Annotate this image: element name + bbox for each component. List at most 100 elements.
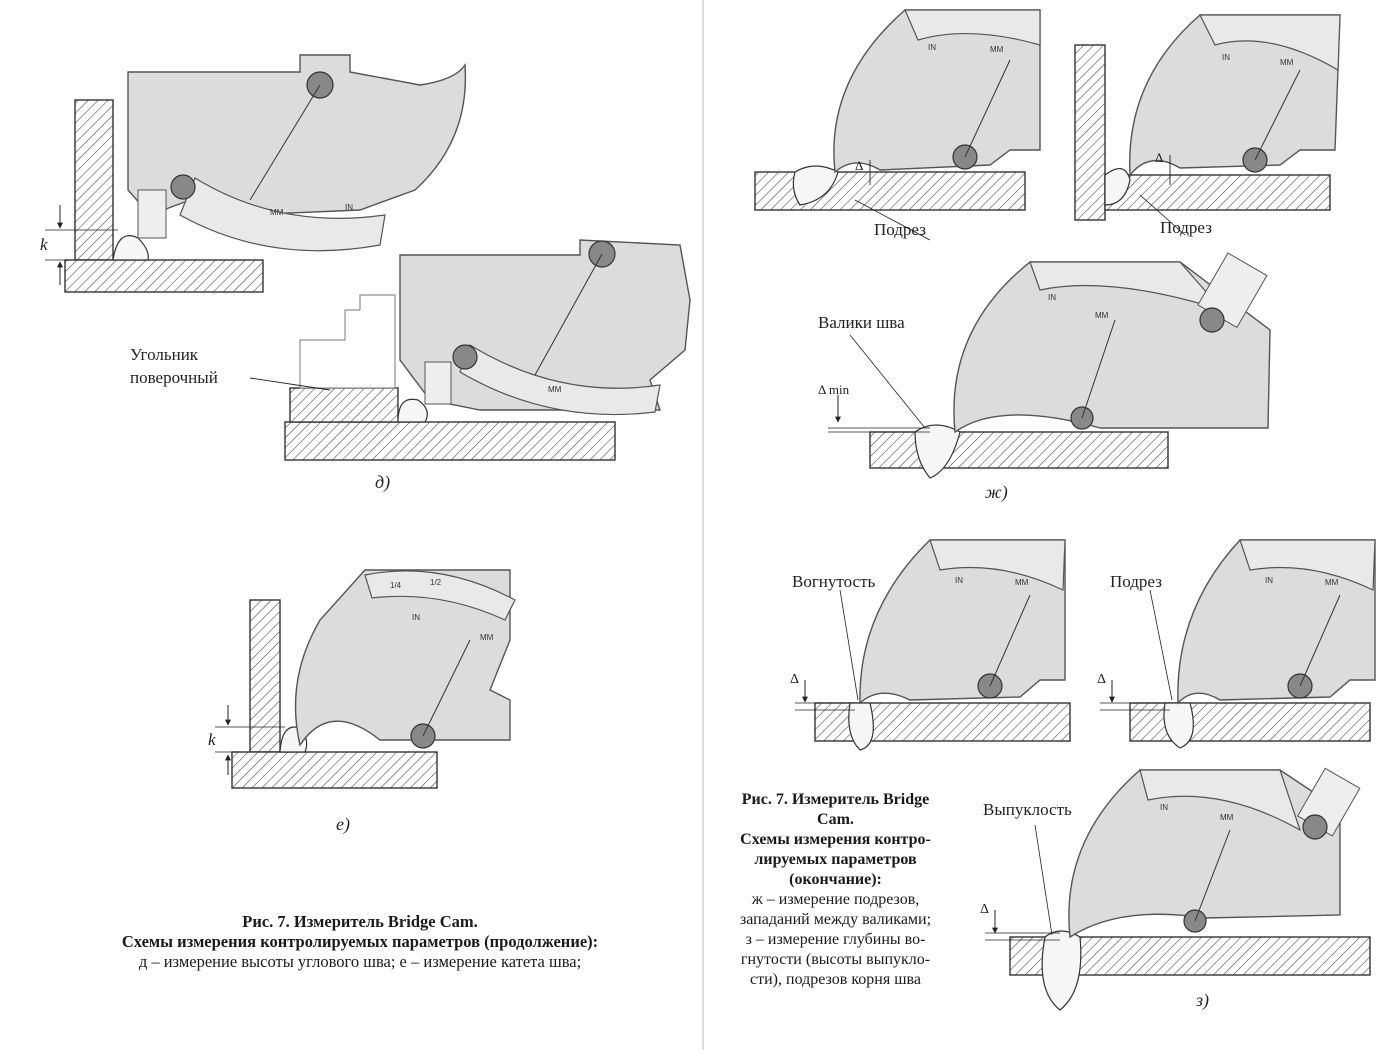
weld-zh3-beads [914,424,961,479]
gauge-pivot [170,174,196,200]
gauge-pivot-zh3 [1199,307,1225,333]
fillet-weld [112,235,149,261]
gauge-zh2 [1128,14,1341,177]
caption-right-title-1: Рис. 7. Измеритель Bridge [741,791,930,808]
caption-left-title: Рис. 7. Измеритель Bridge Cam. [242,912,478,931]
gauge-body-e [294,569,511,747]
caption-right: Рис. 7. Измеритель Bridge Cam. Схемы изм… [708,790,963,990]
figure-zh-bottom: IN MM [828,252,1271,479]
svg-text:IN: IN [345,203,353,212]
upper-plate [289,387,399,423]
subfigure-z: з) [1196,990,1210,1010]
weld-z1 [848,702,874,751]
figure-z-bottom: IN MM [985,767,1371,1011]
figure-zh-right: IN MM [1074,14,1341,236]
gauge-scale-z2 [1239,539,1376,591]
figure-d-upper: MM IN k [40,54,467,293]
label-vognutost: Вогнутость [792,572,876,591]
dimension-delta-z1: Δ [790,672,800,687]
caption-right-sub-1: Схемы измерения контро- [740,831,931,848]
svg-text:MM: MM [548,385,562,394]
svg-text:MM: MM [1325,578,1339,587]
weld-z3-convex [1041,930,1082,1011]
caption-right-title-2: Cam. [817,811,854,828]
gauge-scale-arc-lower [459,344,661,416]
caption-right-sub-2: лируемых параметров [754,851,917,868]
caption-right-body-5: сти), подрезов корня шва [750,971,921,988]
dimension-delta-zh2: Δ [1155,150,1164,165]
weld-z2 [1163,702,1194,749]
gauge-scale-z1 [929,539,1066,591]
svg-text:MM: MM [1280,58,1294,67]
gauge-z1 [859,539,1066,705]
gauge-body [127,54,467,216]
vertical-plate-e [249,599,281,753]
svg-text:MM: MM [1220,813,1234,822]
gauge-pivot-z3 [1302,814,1328,840]
dimension-delta-z2: Δ [1097,672,1107,687]
dimension-k-e: k [208,730,216,749]
svg-text:MM: MM [480,633,494,642]
gauge-scale-arc [179,177,386,252]
svg-text:MM: MM [1015,578,1029,587]
caption-right-sub-3: (окончание): [789,871,882,888]
svg-text:MM: MM [990,45,1004,54]
figure-d-lower: MM [249,239,691,461]
caption-right-body-2: западаний между валиками; [739,911,932,928]
weld-zh1 [792,165,839,206]
label-podrez-3: Подрез [1110,572,1162,591]
gauge-scale-zh1 [904,9,1041,46]
label-podrez-2: Подрез [1160,218,1212,237]
weld-bead [397,398,428,423]
svg-text:IN: IN [1222,53,1230,62]
label-ugolnik-2: поверочный [130,368,218,387]
caption-right-body-3: з – измерение глубины во- [745,931,926,948]
label-vypuklost: Выпуклость [983,800,1072,819]
svg-text:IN: IN [1265,576,1273,585]
svg-text:1/2: 1/2 [430,578,442,587]
horizontal-plate [64,259,264,293]
gauge-z2 [1177,539,1376,705]
figure-z-right: IN MM [1100,539,1376,749]
weld-zh2 [1104,168,1131,206]
plate-zh2 [1104,174,1331,211]
gauge-pointer-lower [424,361,452,405]
caption-left-body: д – измерение высоты углового шва; е – и… [138,952,582,971]
dimension-delta-z3: Δ [980,902,990,917]
svg-text:IN: IN [955,576,963,585]
svg-text:IN: IN [1160,803,1168,812]
svg-text:MM: MM [1095,311,1109,320]
svg-text:IN: IN [412,613,420,622]
subfigure-e: е) [336,814,350,834]
dimension-delta-min: Δ min [818,382,850,397]
caption-left-subtitle: Схемы измерения контролируемых параметро… [121,932,599,951]
base-plate [284,421,616,461]
caption-right-body-4: гнутости (высоты выпукло- [740,951,931,968]
svg-text:MM: MM [270,208,284,217]
vertical-plate-zh2 [1074,44,1106,221]
figure-zh-left: IN MM [754,9,1041,241]
horizontal-plate-e [231,751,438,789]
gauge-scale-zh2 [1199,14,1341,72]
figure-z-left: IN MM [795,539,1071,751]
svg-text:1/4: 1/4 [390,581,402,590]
gauge-scale-z3 [1139,769,1302,832]
subfigure-zh: ж) [985,482,1008,502]
vertical-plate [74,99,114,261]
label-valiki-shva: Валики шва [818,313,905,332]
dimension-k-upper: k [40,235,48,254]
gauge-pivot-lower [452,344,478,370]
label-ugolnik-1: Угольник [130,345,199,364]
subfigure-d: д) [375,472,391,492]
dimension-delta-zh1: Δ [855,158,864,173]
gauge-zh1 [833,9,1041,174]
svg-text:IN: IN [1048,293,1056,302]
label-podrez-1: Подрез [874,220,926,239]
try-square [299,294,396,389]
caption-left: Рис. 7. Измеритель Bridge Cam. Схемы изм… [40,912,680,972]
figure-e: 1/4 1/2 IN MM k [208,569,516,789]
gauge-scale-e [364,570,516,621]
gauge-pointer [137,189,167,239]
